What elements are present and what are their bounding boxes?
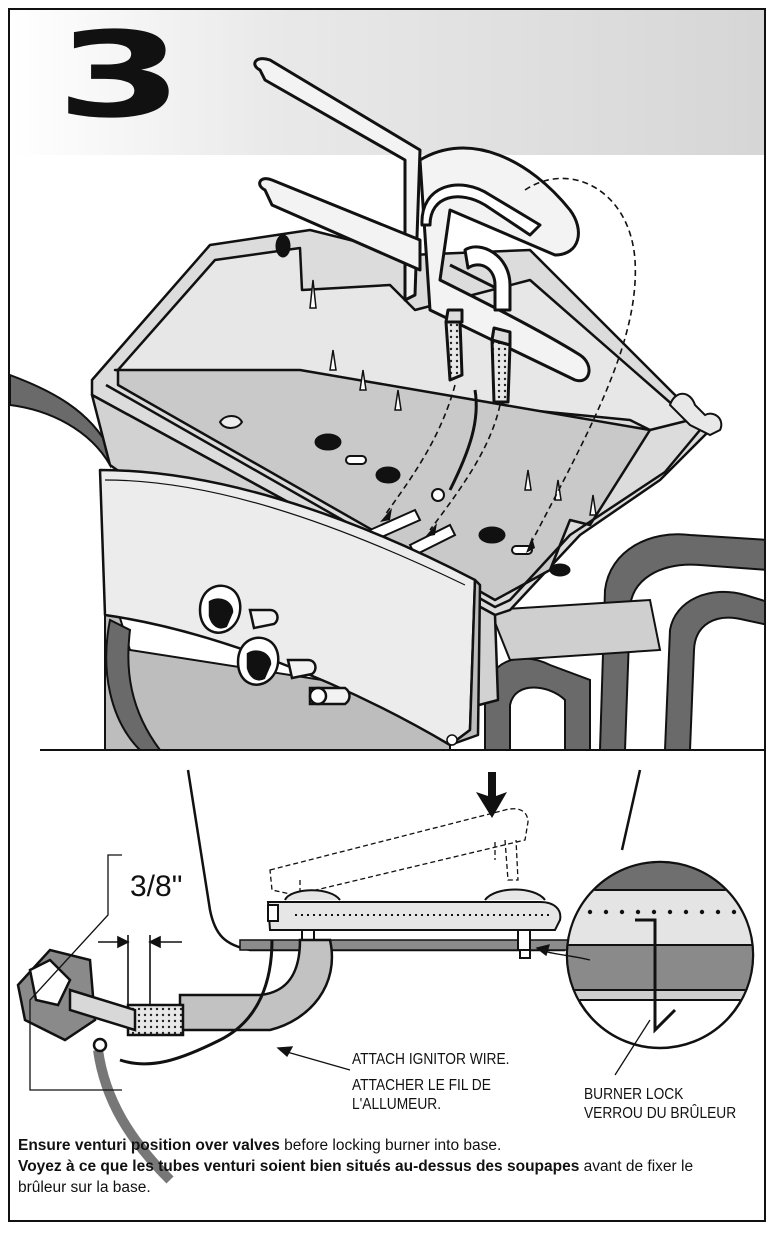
- instruction-en: Ensure venturi position over valves befo…: [18, 1135, 718, 1156]
- assembly-illustration: [10, 57, 764, 1184]
- ignitor-label-fr-2: L'ALLUMEUR.: [352, 1096, 442, 1113]
- instruction-fr-bold: Voyez à ce que les tubes venturi soient …: [18, 1158, 580, 1175]
- measurement-dimension: [98, 935, 182, 1005]
- instruction-fr-rest: avant de fixer le brûleur sur la base.: [18, 1158, 694, 1196]
- burner-lock-label-fr: VERROU DU BRÛLEUR: [584, 1105, 737, 1122]
- control-knobs: [198, 584, 351, 706]
- firebox-details: [218, 234, 597, 577]
- gas-valve: [16, 948, 174, 1184]
- ignitor-wire-lower: [119, 939, 274, 1066]
- venturi-tube: [126, 938, 334, 1037]
- ignitor-label-fr-1: ATTACHER LE FIL DE: [352, 1077, 491, 1094]
- burner-lock-detail: [565, 860, 755, 1050]
- instruction-en-rest: before locking burner into base.: [279, 1137, 502, 1154]
- cart-frame: [10, 373, 764, 751]
- instruction-en-bold: Ensure venturi position over valves: [18, 1137, 280, 1154]
- control-panel: [98, 468, 482, 747]
- hinge-bracket: [668, 392, 723, 437]
- down-arrow-icon: [476, 772, 507, 818]
- h-burner: [253, 57, 591, 404]
- measurement-label: 3/8": [130, 870, 183, 903]
- ignitor-label-en: ATTACH IGNITOR WIRE.: [352, 1051, 510, 1068]
- step-number: 3: [56, 8, 183, 144]
- valve-callout-bracket: [29, 854, 122, 1091]
- burner-lock-label-en: BURNER LOCK: [584, 1086, 684, 1103]
- instruction-notes: Ensure venturi position over valves befo…: [18, 1135, 718, 1198]
- instruction-fr: Voyez à ce que les tubes venturi soient …: [18, 1156, 718, 1198]
- instruction-sheet: 3: [8, 8, 766, 1222]
- lock-leaders: [535, 944, 651, 1076]
- ignitor-wire: [448, 389, 478, 491]
- ignitor-leader: [276, 1046, 351, 1071]
